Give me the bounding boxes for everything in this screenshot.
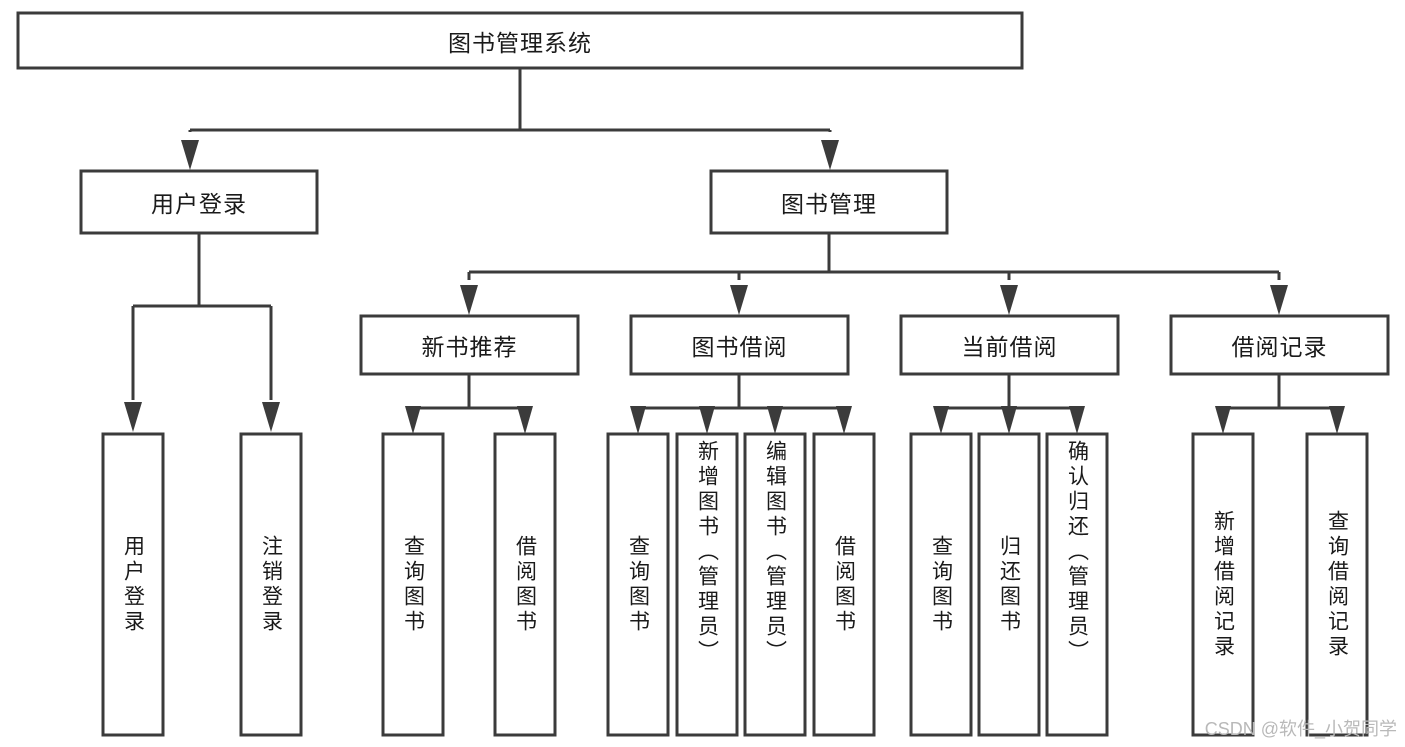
arrowhead-currentborrow-leaf-2 — [1001, 406, 1017, 434]
arrowhead-to-borrow-record — [1270, 285, 1288, 315]
arrowhead-borrowrecord-leaf-2 — [1329, 406, 1345, 434]
arrowhead-newbook-leaf-2 — [517, 406, 533, 434]
arrowhead-leaf-user-login-2 — [262, 402, 280, 432]
node-book-borrow-box[interactable] — [629, 314, 850, 376]
node-root-box[interactable] — [16, 11, 1024, 70]
arrowhead-to-book-borrow — [730, 285, 748, 315]
leaf-box-borrowrecord-2[interactable] — [1305, 432, 1369, 737]
arrowhead-currentborrow-leaf-3 — [1069, 406, 1085, 434]
node-new-book-box[interactable] — [359, 314, 580, 376]
arrowhead-borrowrecord-leaf-1 — [1215, 406, 1231, 434]
leaf-box-newbook-2[interactable] — [493, 432, 557, 737]
arrowhead-leaf-user-login-1 — [124, 402, 142, 432]
leaf-box-user-login-1[interactable] — [101, 432, 165, 737]
leaf-box-currentborrow-2[interactable] — [977, 432, 1041, 737]
leaf-box-borrowrecord-1[interactable] — [1191, 432, 1255, 737]
leaf-box-bookborrow-3[interactable] — [743, 432, 807, 737]
arrowhead-bookborrow-leaf-3 — [767, 406, 783, 434]
arrowhead-to-book-manage — [821, 140, 839, 170]
leaf-box-bookborrow-1[interactable] — [606, 432, 670, 737]
arrowhead-bookborrow-leaf-1 — [630, 406, 646, 434]
leaf-box-currentborrow-3[interactable] — [1045, 432, 1109, 737]
arrowhead-currentborrow-leaf-1 — [933, 406, 949, 434]
leaf-box-currentborrow-1[interactable] — [909, 432, 973, 737]
arrowhead-bookborrow-leaf-4 — [836, 406, 852, 434]
node-user-login-box[interactable] — [79, 169, 319, 235]
leaf-box-bookborrow-2[interactable] — [675, 432, 739, 737]
node-borrow-record-box[interactable] — [1169, 314, 1390, 376]
leaf-box-user-login-2[interactable] — [239, 432, 303, 737]
arrowhead-to-current-borrow — [1000, 285, 1018, 315]
leaf-box-newbook-1[interactable] — [381, 432, 445, 737]
arrowhead-newbook-leaf-1 — [405, 406, 421, 434]
node-book-manage-box[interactable] — [709, 169, 949, 235]
node-current-borrow-box[interactable] — [899, 314, 1120, 376]
leaf-box-bookborrow-4[interactable] — [812, 432, 876, 737]
arrowhead-to-new-book — [460, 285, 478, 315]
arrowhead-bookborrow-leaf-2 — [699, 406, 715, 434]
arrowhead-to-user-login — [181, 140, 199, 170]
